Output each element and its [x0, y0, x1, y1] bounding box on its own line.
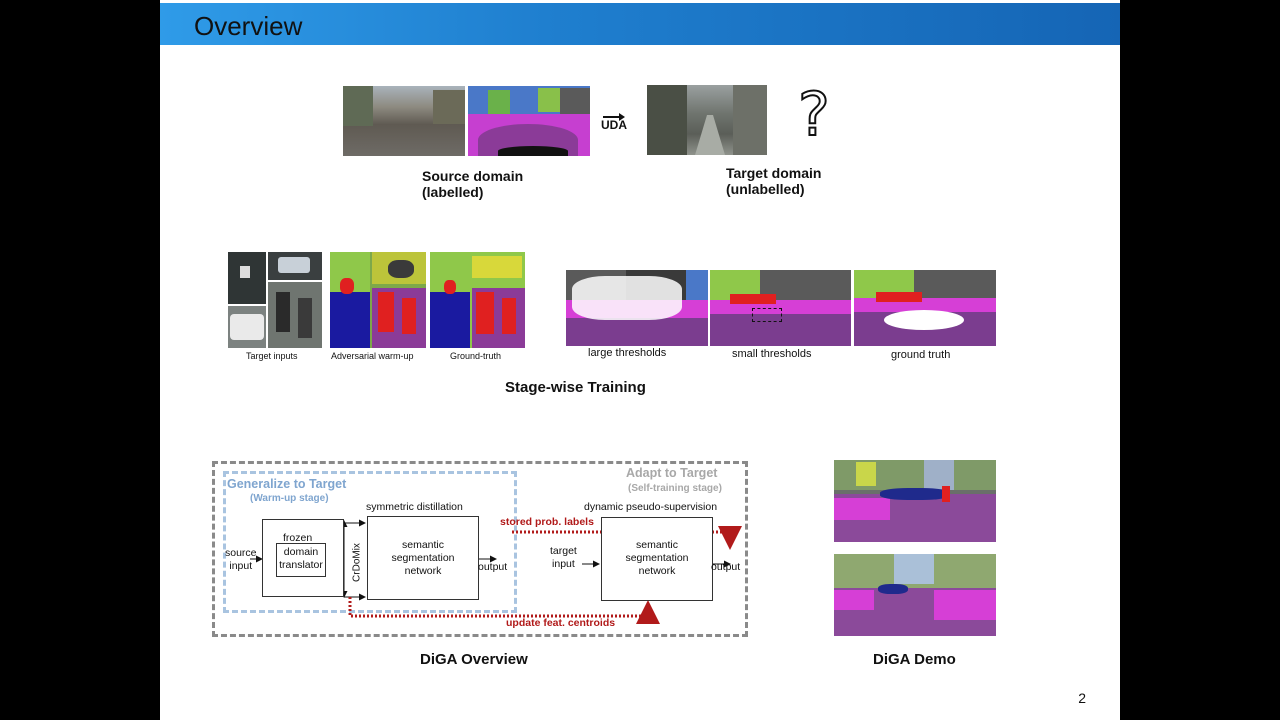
large-thresholds-map	[566, 270, 708, 346]
caption-adversarial-warmup: Adversarial warm-up	[331, 351, 414, 361]
dynamic-pseudo-label: dynamic pseudo-supervision	[584, 501, 718, 513]
stage-wise-training-heading: Stage-wise Training	[505, 379, 646, 396]
target-input-sign-2	[268, 252, 322, 280]
caption-ground-truth-right: ground truth	[891, 349, 951, 361]
source-label-map	[468, 86, 590, 156]
source-domain-caption: Source domain (labelled)	[422, 168, 524, 200]
segmentation-network-2	[601, 517, 713, 601]
uda-label: UDA	[601, 118, 627, 132]
adapt-subtitle: (Self-training stage)	[628, 483, 722, 494]
question-mark: ?	[797, 79, 831, 151]
diga-overview-caption: DiGA Overview	[420, 651, 528, 668]
crdomix-label: CrDoMix	[351, 543, 363, 582]
generalize-subtitle: (Warm-up stage)	[250, 493, 329, 504]
caption-ground-truth-left: Ground-truth	[450, 351, 502, 361]
caption-small-thresholds: small thresholds	[732, 348, 812, 360]
slide: Overview UDA ? Source domain (labelled) …	[160, 0, 1120, 720]
demo-frame-2	[834, 554, 996, 636]
title-bar: Overview	[160, 3, 1120, 45]
target-input-car	[228, 306, 266, 348]
warmup-stage-frame	[223, 471, 517, 613]
output-1-label: output	[478, 561, 508, 573]
caption-large-thresholds: large thresholds	[588, 347, 667, 359]
small-thresholds-map	[710, 270, 851, 346]
source-photo	[343, 86, 465, 156]
target-input-sign	[228, 252, 266, 304]
adapt-title: Adapt to Target	[626, 466, 718, 480]
generalize-title: Generalize to Target	[227, 477, 347, 491]
stored-labels-annotation: stored prob. labels	[500, 516, 594, 528]
symmetric-distillation-label: symmetric distillation	[366, 501, 463, 513]
page-number: 2	[1078, 690, 1086, 706]
adapt-stage-frame	[212, 461, 748, 637]
segmentation-network-1	[367, 516, 479, 600]
update-centroids-annotation: update feat. centroids	[506, 617, 616, 629]
frozen-label: frozen	[283, 532, 313, 544]
target-input-cyclists	[268, 282, 322, 348]
ground-truth-map-right	[854, 270, 996, 346]
ground-truth-maps	[430, 252, 525, 348]
slide-title: Overview	[194, 11, 303, 41]
target-domain-caption: Target domain (unlabelled)	[726, 165, 822, 197]
uda-arrow	[603, 108, 625, 121]
output-2-label: output	[711, 561, 741, 573]
caption-target-inputs: Target inputs	[246, 351, 298, 361]
diga-demo-caption: DiGA Demo	[873, 651, 956, 668]
diga-overview-diagram: Generalize to Target (Warm-up stage) Ada…	[210, 459, 750, 639]
adversarial-warmup-maps	[330, 252, 426, 348]
demo-frame-1	[834, 460, 996, 542]
domain-translator-box	[276, 543, 326, 577]
target-photo	[647, 85, 767, 155]
